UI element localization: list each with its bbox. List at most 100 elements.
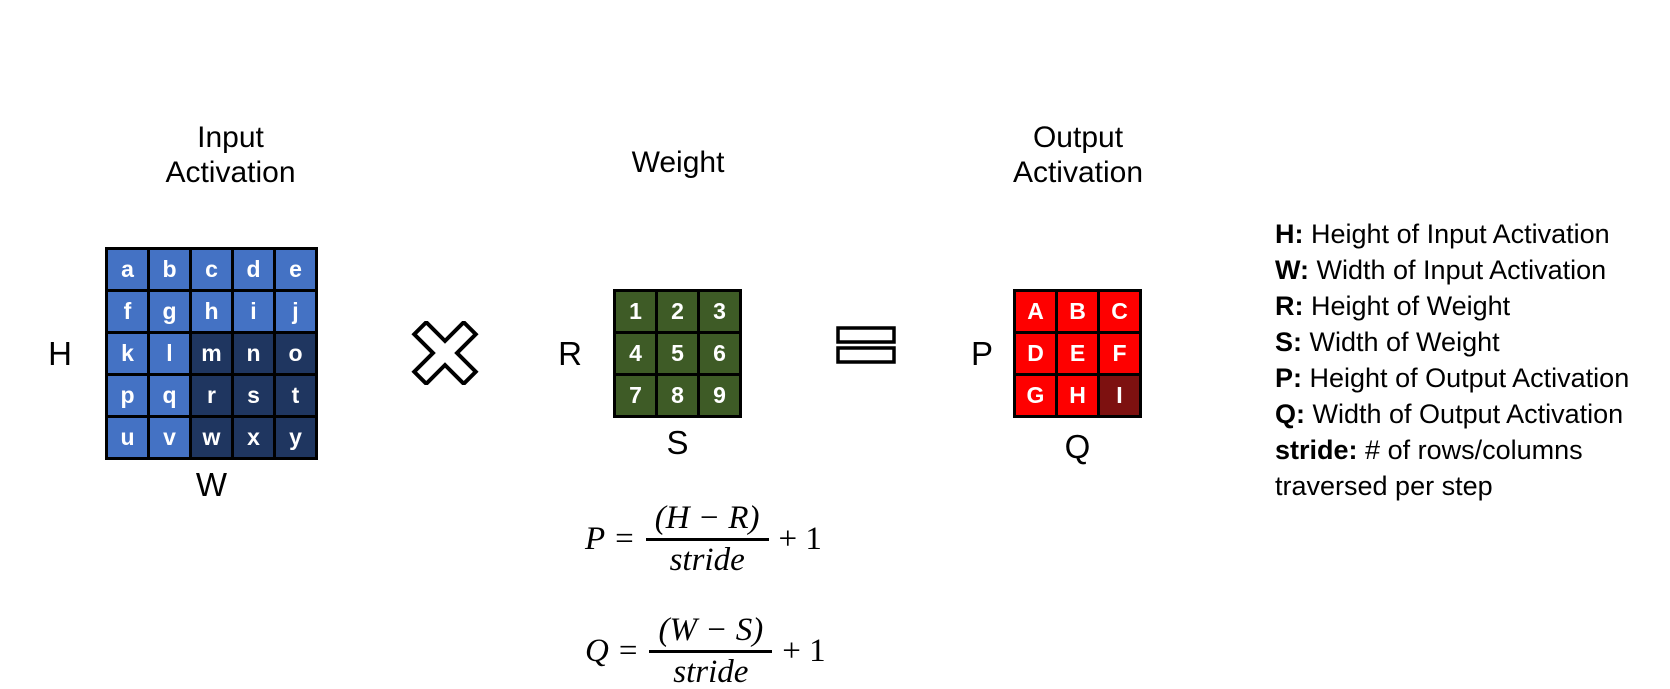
matrix-cell: 7 [616, 376, 655, 415]
multiply-icon [411, 321, 479, 385]
matrix-cell: m [192, 334, 231, 373]
legend-definition: Width of Weight [1309, 327, 1500, 357]
matrix-cell: f [108, 292, 147, 331]
matrix-cell: a [108, 250, 147, 289]
legend-line: R: Height of Weight [1275, 288, 1629, 324]
matrix-cell: 2 [658, 292, 697, 331]
matrix-cell: j [276, 292, 315, 331]
formula-p-lhs: P [585, 521, 606, 557]
matrix-cell: t [276, 376, 315, 415]
weight-title-line1: Weight [631, 146, 725, 179]
input-title-line1: Input [197, 121, 264, 154]
legend-term: stride: [1275, 435, 1358, 465]
formula-q: Q = (W − S) stride + 1 [585, 612, 826, 689]
matrix-cell: G [1016, 376, 1055, 415]
legend-term: R: [1275, 291, 1304, 321]
input-activation-title: Input Activation [93, 120, 368, 190]
legend-definition: traversed per step [1275, 471, 1493, 501]
matrix-cell: 5 [658, 334, 697, 373]
output-title-line2: Activation [1012, 156, 1144, 189]
matrix-cell: 4 [616, 334, 655, 373]
legend-term: Q: [1275, 399, 1305, 429]
output-activation-title: Output Activation [953, 120, 1203, 190]
formula-p: P = (H − R) stride + 1 [585, 500, 822, 579]
matrix-cell: s [234, 376, 273, 415]
matrix-cell: v [150, 418, 189, 457]
legend-line: P: Height of Output Activation [1275, 360, 1629, 396]
input-title-line2: Activation [165, 156, 296, 189]
legend-term: P: [1275, 363, 1302, 393]
input-width-label: W [195, 466, 228, 503]
formula-q-fraction: (W − S) stride [649, 612, 773, 689]
legend-definition: Width of Output Activation [1312, 399, 1624, 429]
output-height-label: P [970, 334, 993, 372]
legend-line: W: Width of Input Activation [1275, 252, 1629, 288]
matrix-cell: n [234, 334, 273, 373]
matrix-cell: r [192, 376, 231, 415]
weight-title: Weight [593, 145, 763, 180]
matrix-cell: 8 [658, 376, 697, 415]
formula-q-denominator: stride [673, 654, 749, 689]
input-height-label: H [48, 334, 72, 372]
formula-q-lhs: Q [585, 633, 609, 669]
formula-p-fraction: (H − R) stride [645, 500, 769, 579]
legend-line: S: Width of Weight [1275, 324, 1629, 360]
matrix-cell: E [1058, 334, 1097, 373]
matrix-cell: A [1016, 292, 1055, 331]
matrix-cell: w [192, 418, 231, 457]
formula-q-suffix: + 1 [782, 633, 826, 669]
matrix-cell: k [108, 334, 147, 373]
matrix-cell: c [192, 250, 231, 289]
weight-width-label: S [666, 424, 689, 461]
legend-term: W: [1275, 255, 1309, 285]
weight-height-label: R [558, 334, 582, 372]
legend-term: H: [1275, 219, 1304, 249]
legend-definition: Width of Input Activation [1316, 255, 1607, 285]
legend-definition: Height of Input Activation [1311, 219, 1610, 249]
formula-p-numerator: (H − R) [645, 500, 769, 541]
matrix-cell: u [108, 418, 147, 457]
legend-term: S: [1275, 327, 1302, 357]
matrix-cell: h [192, 292, 231, 331]
legend-definition: # of rows/columns [1365, 435, 1583, 465]
matrix-cell: y [276, 418, 315, 457]
matrix-cell: e [276, 250, 315, 289]
matrix-cell: 3 [700, 292, 739, 331]
formula-p-denominator: stride [669, 542, 745, 578]
matrix-cell: 1 [616, 292, 655, 331]
legend-definition: Height of Weight [1311, 291, 1511, 321]
formula-p-equals: = [615, 521, 634, 557]
matrix-cell: q [150, 376, 189, 415]
matrix-cell: i [234, 292, 273, 331]
matrix-cell: b [150, 250, 189, 289]
matrix-cell: 9 [700, 376, 739, 415]
matrix-cell: d [234, 250, 273, 289]
legend-line: stride: # of rows/columns [1275, 432, 1629, 468]
matrix-cell: p [108, 376, 147, 415]
formula-q-numerator: (W − S) [649, 612, 773, 653]
legend-line: traversed per step [1275, 468, 1629, 504]
matrix-cell: D [1016, 334, 1055, 373]
matrix-cell: F [1100, 334, 1139, 373]
matrix-cell: g [150, 292, 189, 331]
matrix-cell: B [1058, 292, 1097, 331]
legend-line: H: Height of Input Activation [1275, 216, 1629, 252]
matrix-cell: I [1100, 376, 1139, 415]
matrix-cell: o [276, 334, 315, 373]
matrix-cell: x [234, 418, 273, 457]
formula-p-suffix: + 1 [778, 521, 822, 557]
legend-definition: Height of Output Activation [1309, 363, 1630, 393]
matrix-cell: l [150, 334, 189, 373]
output-title-line1: Output [1032, 121, 1124, 154]
matrix-cell: H [1058, 376, 1097, 415]
matrix-cell: 6 [700, 334, 739, 373]
formula-q-equals: = [618, 633, 638, 669]
output-width-label: Q [1064, 428, 1091, 465]
equals-icon [836, 326, 896, 364]
legend-line: Q: Width of Output Activation [1275, 396, 1629, 432]
